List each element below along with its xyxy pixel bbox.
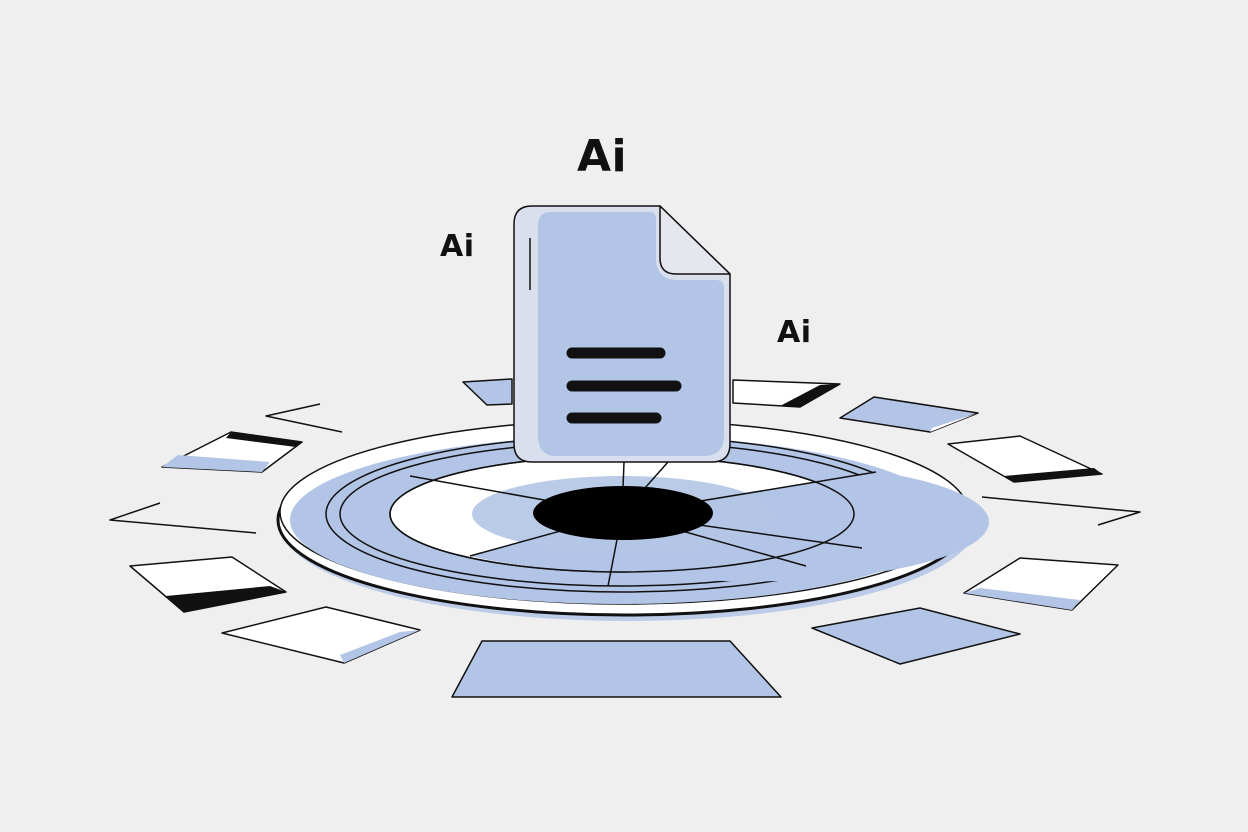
spinning-platform bbox=[276, 419, 989, 621]
document-icon bbox=[513, 205, 731, 463]
card-back-far-right bbox=[839, 396, 979, 433]
floating-cards-right bbox=[811, 435, 1141, 665]
floating-cards-left bbox=[109, 403, 421, 664]
document-lines bbox=[566, 347, 682, 424]
card-right-lower bbox=[811, 607, 1021, 665]
card-line-top-left bbox=[265, 403, 343, 433]
ai-label-left: Ai bbox=[440, 229, 475, 264]
ai-label-right: Ai bbox=[777, 315, 812, 350]
card-line-right bbox=[981, 496, 1141, 526]
platform-hub bbox=[533, 486, 713, 540]
card-back-right-stripe bbox=[780, 384, 840, 407]
card-line-left bbox=[109, 502, 257, 534]
floating-cards-back bbox=[462, 378, 979, 433]
card-left-lower bbox=[221, 606, 421, 664]
ai-label-top: Ai bbox=[577, 131, 628, 182]
card-front-bottom bbox=[451, 640, 782, 698]
card-back-left bbox=[462, 378, 513, 406]
